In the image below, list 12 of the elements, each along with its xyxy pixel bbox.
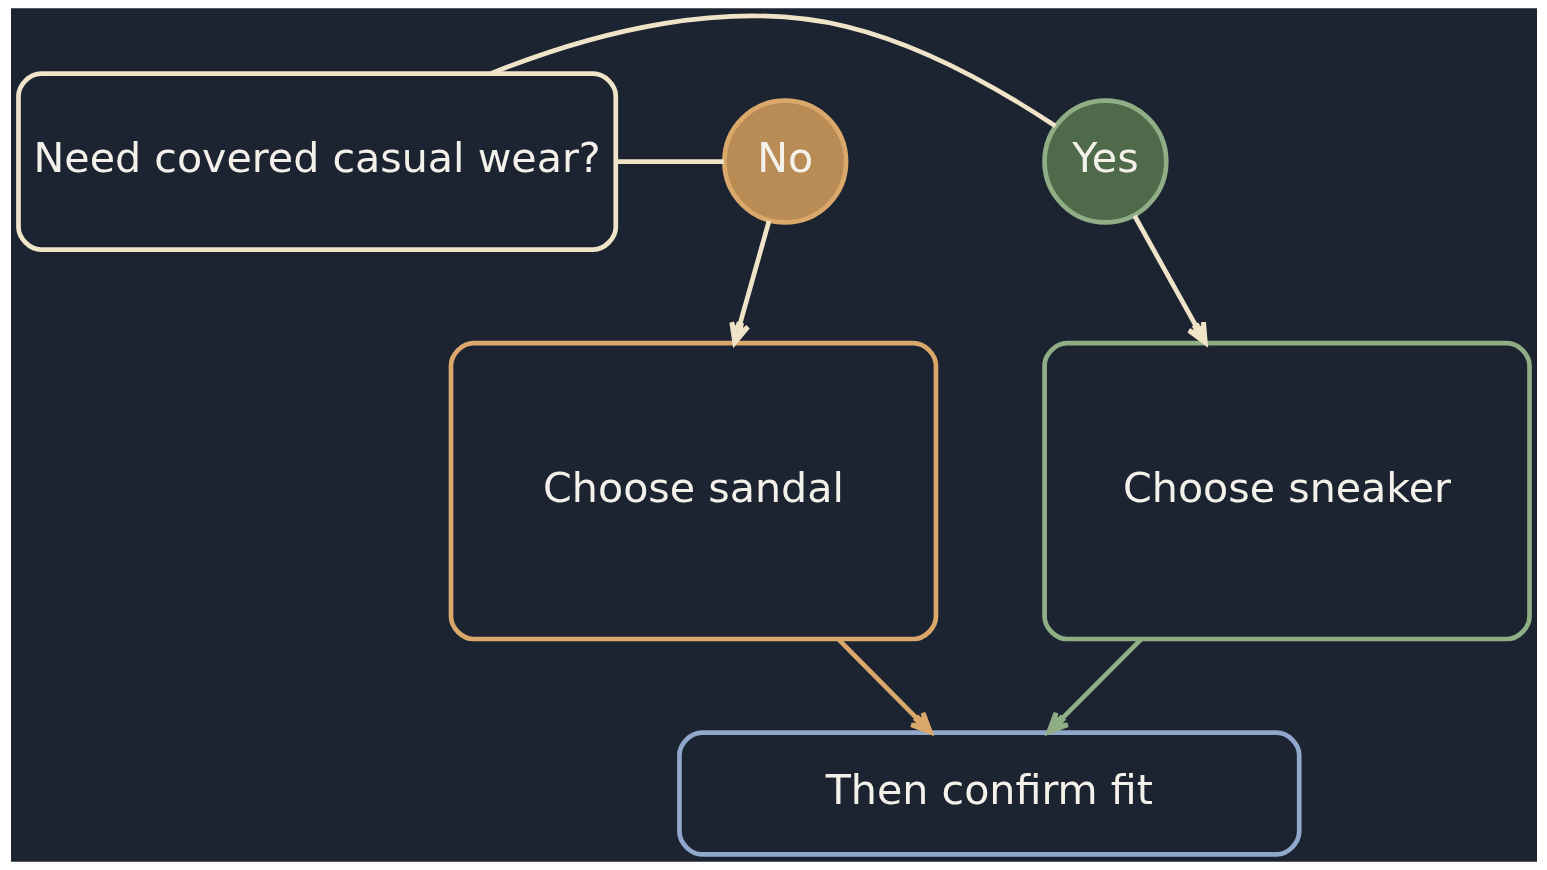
node-box: Choose sneaker bbox=[1041, 340, 1532, 642]
arrow bbox=[1132, 214, 1208, 346]
node-circle: Yes bbox=[1041, 98, 1169, 225]
node-box: Then confirm fit bbox=[676, 730, 1302, 857]
node-circle: No bbox=[721, 98, 848, 225]
connector bbox=[489, 13, 1057, 129]
connector bbox=[615, 159, 724, 164]
arrow bbox=[728, 220, 771, 346]
arrow bbox=[1045, 638, 1142, 735]
node-box: Choose sandal bbox=[448, 340, 938, 642]
arrow bbox=[836, 638, 933, 735]
node-box: Need covered casual wear? bbox=[15, 71, 618, 252]
